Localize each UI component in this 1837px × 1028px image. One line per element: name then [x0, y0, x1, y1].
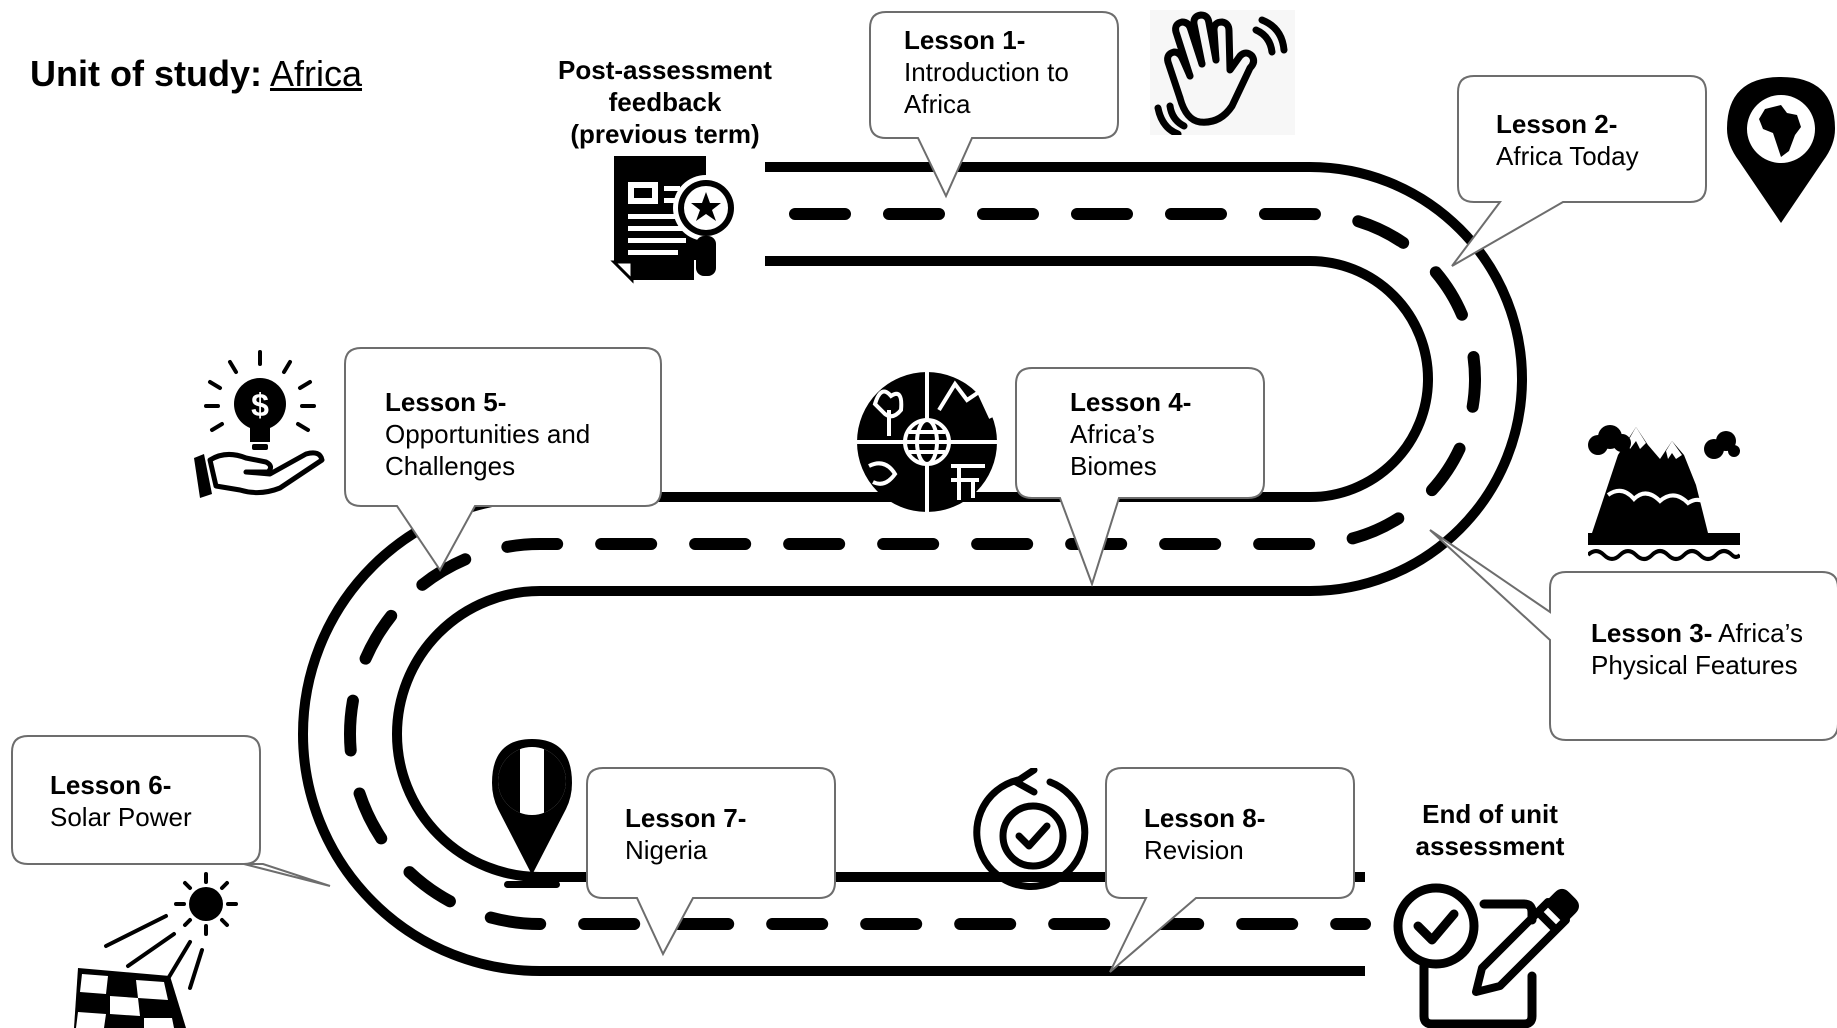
lesson-3-line: Africa’s [1718, 618, 1803, 648]
lesson-2-title: Lesson 2- [1496, 109, 1618, 139]
unit-title: Unit of study: Africa [30, 52, 362, 96]
bubble-lesson-7 [586, 767, 836, 957]
lesson-4-title: Lesson 4- [1070, 387, 1192, 417]
bubble-lesson-6 [11, 735, 331, 887]
lesson-7-line: Nigeria [625, 835, 708, 865]
lesson-4-line: Africa’s [1070, 419, 1155, 449]
lesson-1-line: Africa [904, 89, 971, 119]
lesson-7-text: Lesson 7- Nigeria [625, 802, 825, 866]
lesson-6-title: Lesson 6- [50, 770, 172, 800]
bubble-lesson-2 [1451, 75, 1707, 267]
unit-value: Africa [269, 53, 363, 94]
lesson-1-title: Lesson 1- [904, 25, 1026, 55]
lesson-2-text: Lesson 2- Africa Today [1496, 108, 1701, 172]
lesson-6-line: Solar Power [50, 802, 192, 832]
lesson-8-title: Lesson 8- [1144, 803, 1266, 833]
feedback-document-icon [610, 156, 739, 284]
lesson-4-line: Biomes [1070, 451, 1157, 481]
lesson-5-line: Opportunities and [385, 419, 591, 449]
nigeria-flag-pin-icon [492, 739, 572, 888]
end-milestone-label: End of unit assessment [1380, 798, 1600, 862]
end-line: End of unit [1422, 799, 1558, 829]
assessment-checklist-icon [1393, 883, 1579, 1028]
lesson-3-title: Lesson 3- [1591, 618, 1713, 648]
lightbulb-money-hand-icon: $ [194, 350, 325, 498]
lesson-7-title: Lesson 7- [625, 803, 747, 833]
lesson-3-line: Physical Features [1591, 650, 1798, 680]
lesson-6-text: Lesson 6- Solar Power [50, 769, 255, 833]
lesson-8-line: Revision [1144, 835, 1244, 865]
biomes-globe-icon [857, 372, 997, 512]
svg-text:$: $ [251, 387, 269, 423]
lesson-1-line: Introduction to [904, 57, 1069, 87]
lesson-8-text: Lesson 8- Revision [1144, 802, 1344, 866]
start-line: Post-assessment [558, 55, 772, 85]
lesson-3-text: Lesson 3- Africa’s Physical Features [1591, 617, 1836, 681]
africa-map-pin-icon [1727, 77, 1835, 223]
road [298, 162, 1527, 976]
waving-hand-icon [1150, 10, 1295, 135]
lesson-4-text: Lesson 4- Africa’s Biomes [1070, 386, 1260, 482]
bubbles [11, 11, 1837, 973]
lesson-5-text: Lesson 5- Opportunities and Challenges [385, 386, 655, 482]
start-milestone-label: Post-assessment feedback (previous term) [540, 54, 790, 150]
lesson-5-line: Challenges [385, 451, 516, 481]
lesson-2-line: Africa Today [1496, 141, 1639, 171]
revision-cycle-icon [973, 768, 1089, 890]
end-line: assessment [1415, 831, 1565, 861]
bubble-lesson-4 [1015, 367, 1265, 588]
bubble-lesson-1 [869, 11, 1119, 199]
start-line: feedback [608, 87, 722, 117]
mountains-icon [1588, 425, 1740, 561]
solar-panel-icon [74, 872, 238, 1028]
unit-label: Unit of study: [30, 53, 262, 94]
lesson-5-title: Lesson 5- [385, 387, 507, 417]
lesson-1-text: Lesson 1- Introduction to Africa [904, 24, 1114, 120]
start-line: (previous term) [570, 119, 760, 149]
bubble-lesson-8 [1105, 767, 1355, 973]
bubble-lesson-5 [344, 347, 662, 572]
